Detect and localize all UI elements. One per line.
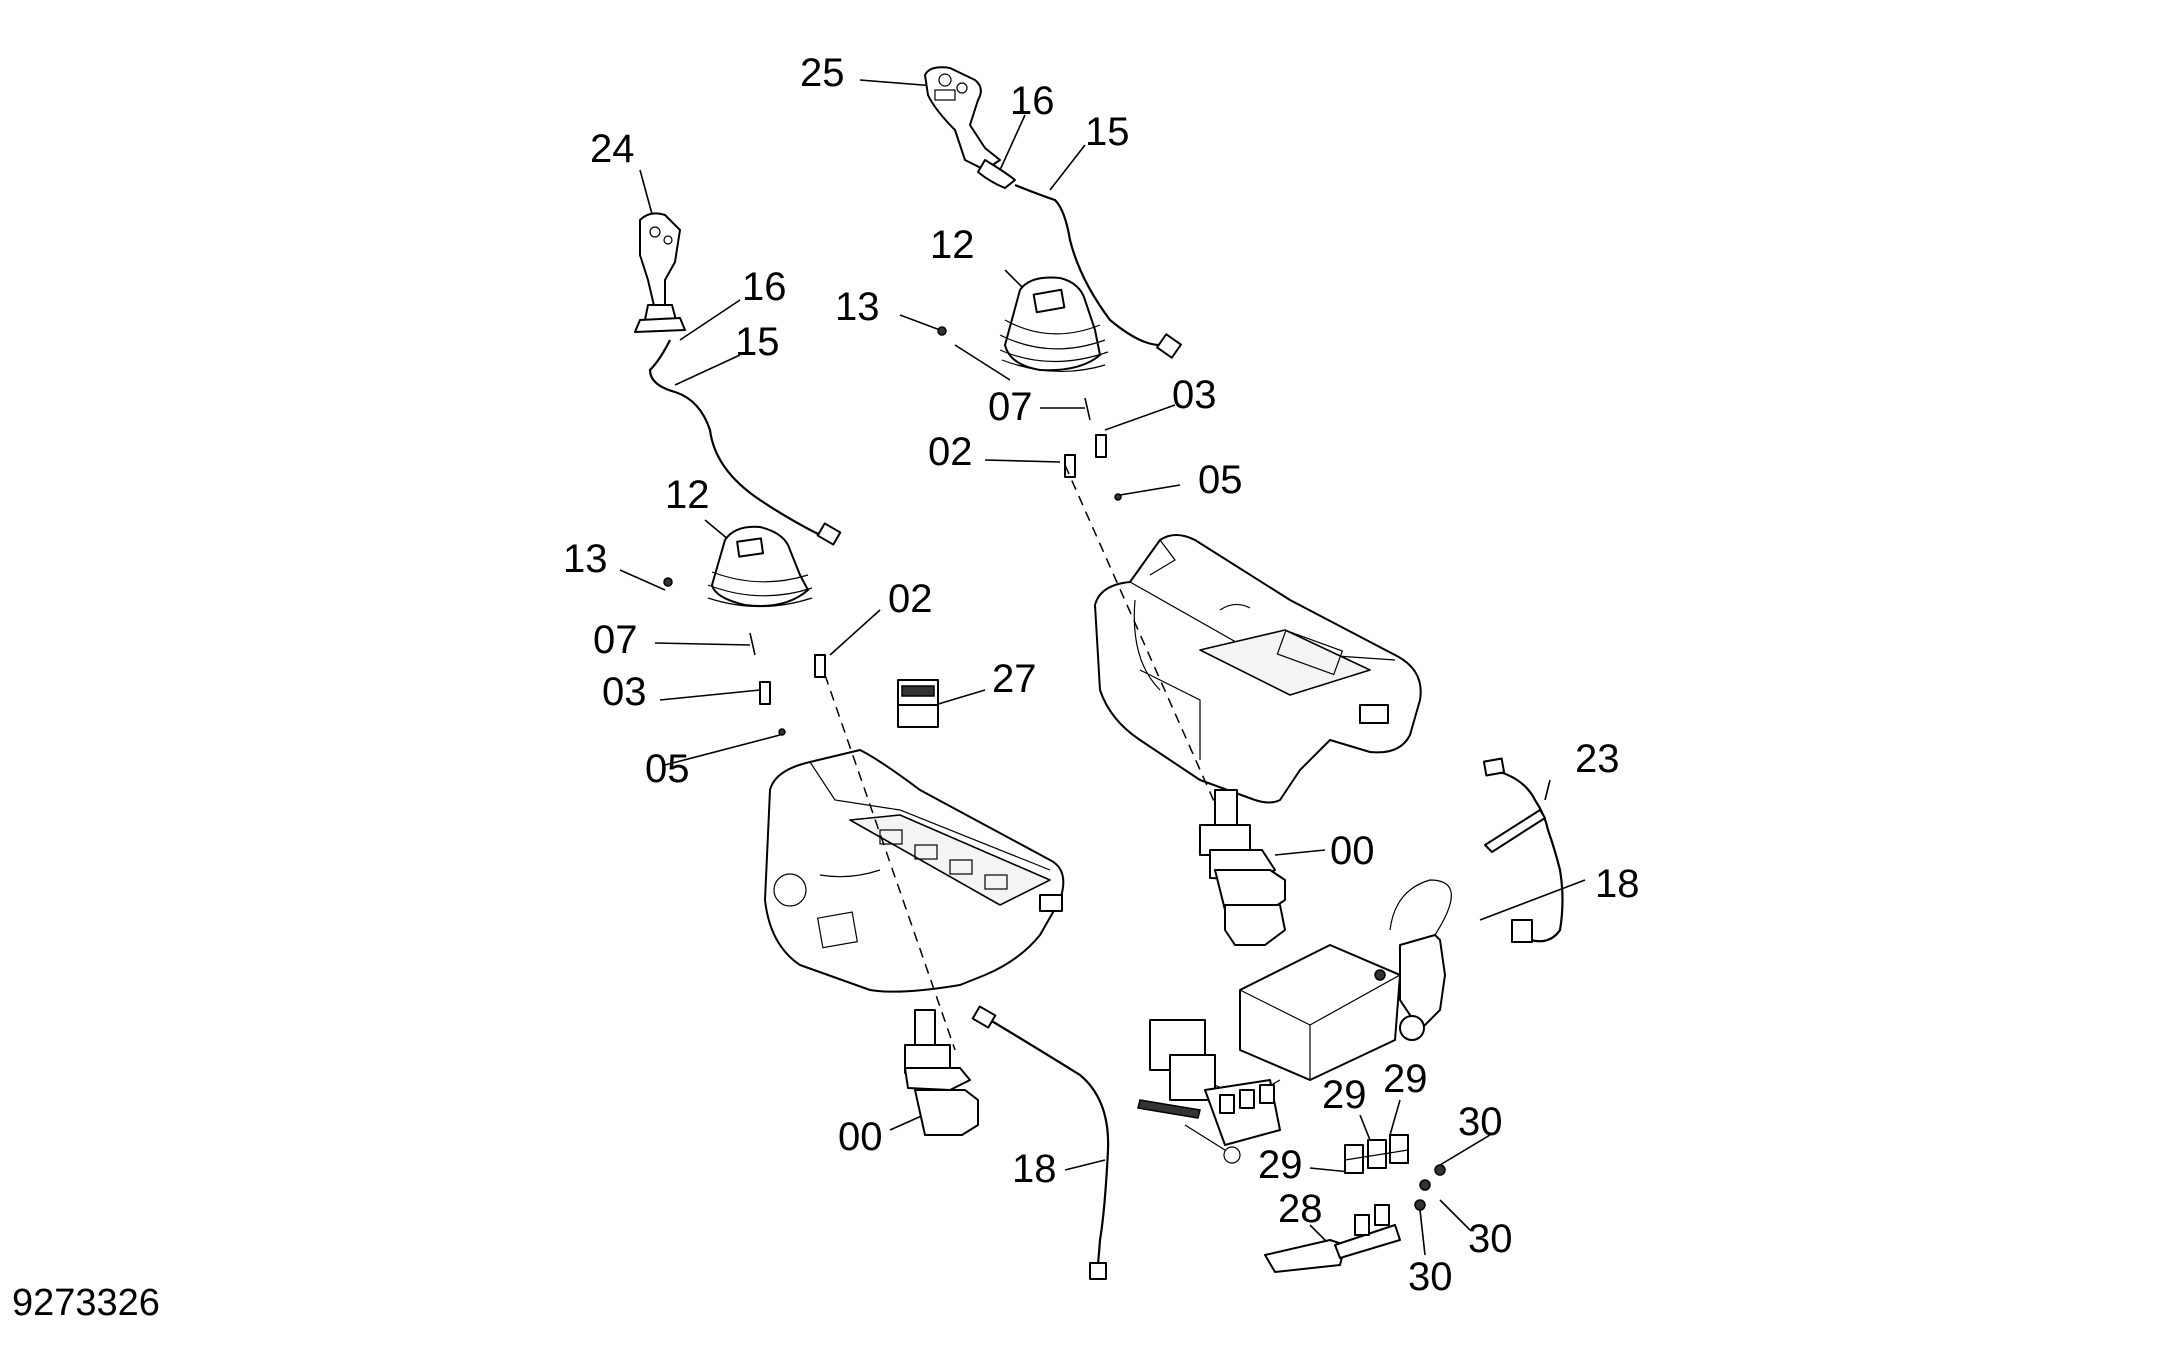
callout-24: 24 [590,127,635,171]
switch-27 [897,679,939,728]
joystick-handle-24 [634,212,686,333]
cable-18-left [989,1019,1110,1266]
joystick-handle-25 [924,66,1016,189]
valve-block-assembly [1137,879,1452,1164]
connector-23 [1482,757,1506,777]
callout-03: 03 [1172,373,1217,417]
callout-16: 16 [1010,79,1055,123]
joystick-cable-15-left [648,339,821,536]
callout-15: 15 [1085,110,1130,154]
joystick-cable-15-top [1014,183,1161,347]
callout-29: 29 [1258,1143,1303,1187]
callout-03: 03 [602,670,647,714]
callout-29: 29 [1383,1057,1428,1101]
armrest-console-left [764,749,1065,993]
relays-29 [1344,1134,1409,1174]
callout-12: 12 [665,473,710,517]
cable-tie-23 [1484,809,1546,853]
connector-top-left [816,522,842,546]
callout-05: 05 [1198,458,1243,502]
armrest-console-right [1094,534,1422,804]
callout-13: 13 [835,285,880,329]
boot-12-top [999,276,1109,373]
callout-18: 18 [1595,862,1640,906]
callout-15: 15 [735,320,780,364]
callout-00: 00 [1330,829,1375,873]
nuts-30 [1414,1164,1446,1211]
callout-07: 07 [988,385,1033,429]
connector-18-right [1511,919,1533,943]
callout-30: 30 [1408,1255,1453,1299]
callout-18: 18 [1012,1147,1057,1191]
callout-16: 16 [742,265,787,309]
mount-line-right [1064,464,1241,861]
callout-28: 28 [1278,1187,1323,1231]
callout-12: 12 [930,223,975,267]
callout-30: 30 [1458,1100,1503,1144]
document-number: 9273326 [12,1282,160,1324]
control-valve-00-left [904,1009,979,1136]
control-valve-00-right [1199,789,1286,946]
callout-27: 27 [992,657,1037,701]
callout-02: 02 [888,577,933,621]
fuse-holder-28 [1264,1204,1401,1273]
fasteners [663,326,1122,736]
callout-13: 13 [563,537,608,581]
connector-top-right [1156,333,1182,359]
callout-02: 02 [928,430,973,474]
callout-25: 25 [800,51,845,95]
callout-30: 30 [1468,1217,1513,1261]
connector-18-left-top [971,1005,997,1029]
callout-29: 29 [1322,1073,1367,1117]
callout-05: 05 [645,747,690,791]
callout-00: 00 [838,1115,883,1159]
boot-12-left [707,525,813,608]
cable-23 [1499,770,1564,943]
callout-23: 23 [1575,737,1620,781]
mount-line-left [824,674,956,1051]
connector-18-left-bottom [1089,1262,1107,1280]
callout-labels: 25 16 15 24 16 15 12 13 07 03 02 05 12 1… [563,51,1640,1299]
callout-07: 07 [593,618,638,662]
